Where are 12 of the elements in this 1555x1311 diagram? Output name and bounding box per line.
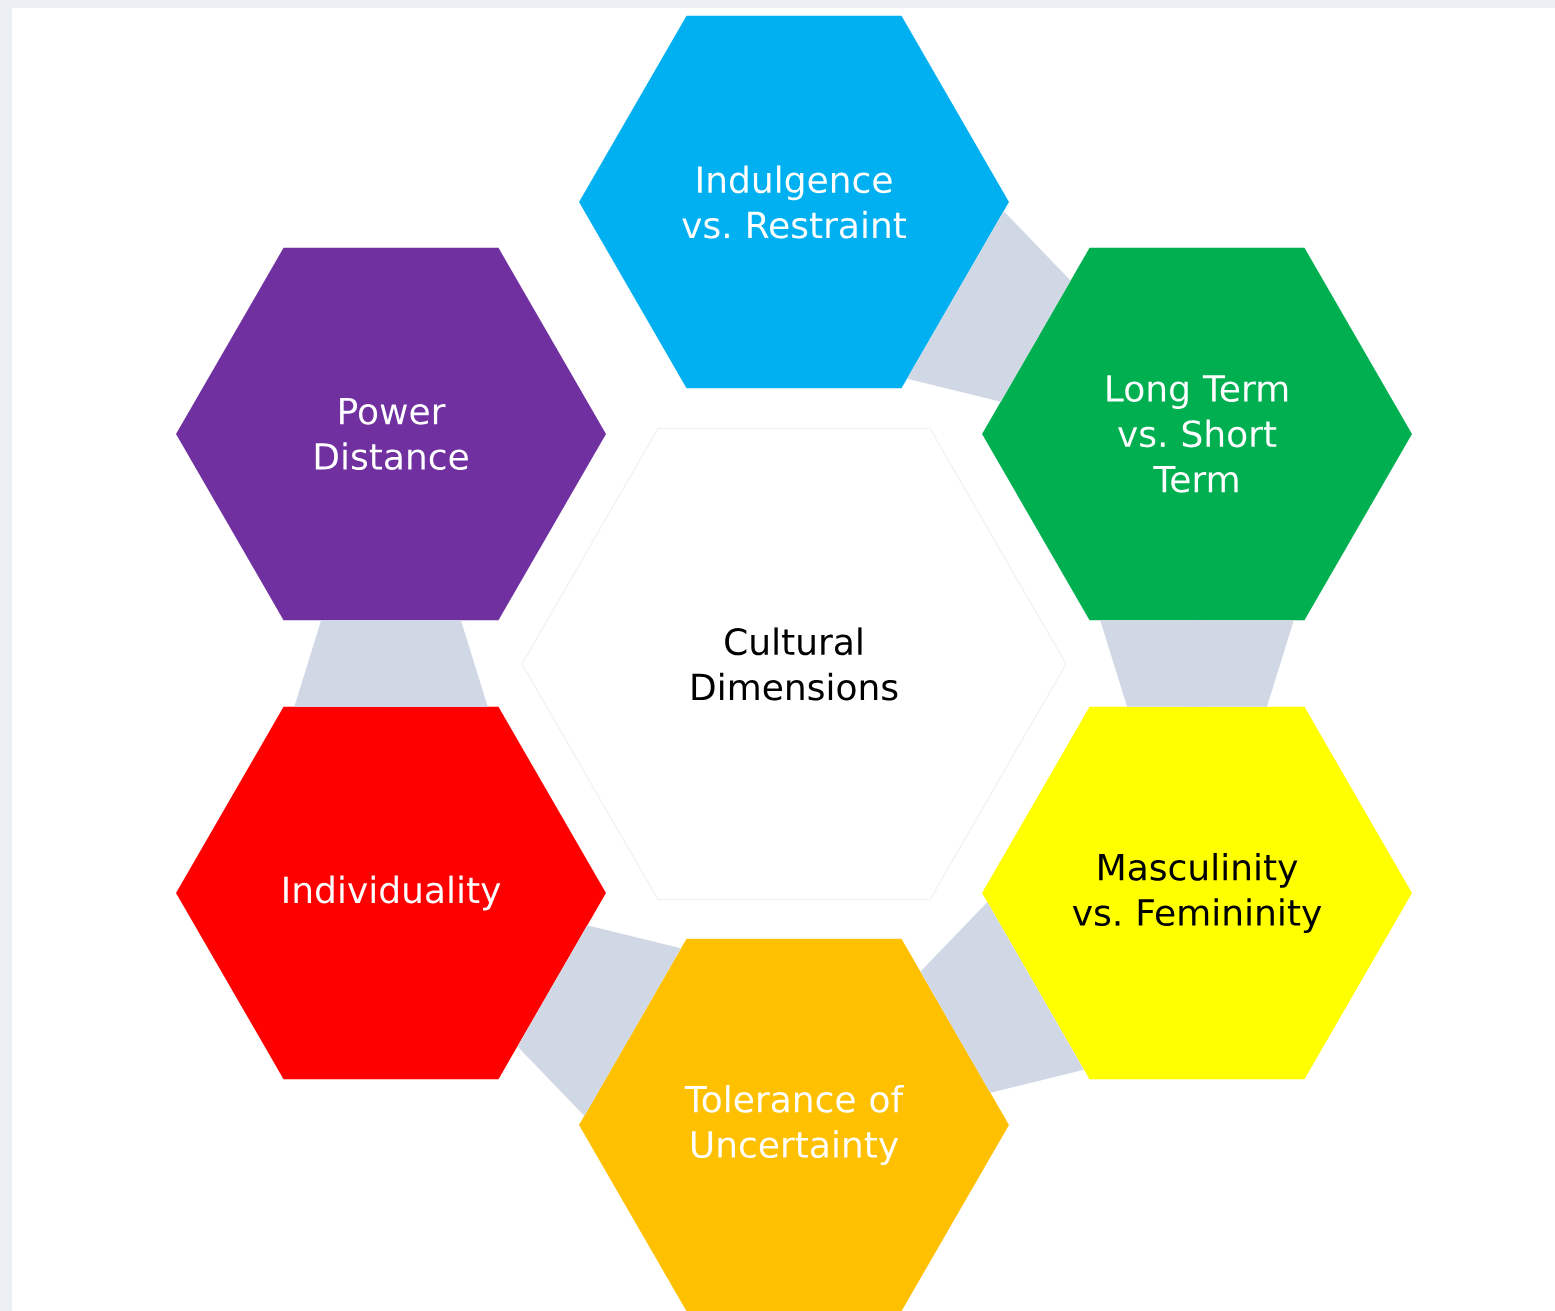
hexagon: Individuality bbox=[176, 706, 606, 1080]
connector-band bbox=[294, 620, 488, 707]
hexagon: Masculinity vs. Femininity bbox=[982, 706, 1412, 1080]
hexagon: Power Distance bbox=[176, 247, 606, 621]
connector-band bbox=[920, 902, 1084, 1093]
hexagon: Cultural Dimensions bbox=[521, 427, 1067, 901]
hexagon: Tolerance of Uncertainty bbox=[579, 938, 1009, 1311]
connector-band bbox=[517, 925, 681, 1116]
hexagon: Indulgence vs. Restraint bbox=[579, 15, 1009, 389]
hexagon: Long Term vs. Short Term bbox=[982, 247, 1412, 621]
connector-band bbox=[1100, 620, 1294, 707]
connector-band bbox=[907, 211, 1071, 402]
